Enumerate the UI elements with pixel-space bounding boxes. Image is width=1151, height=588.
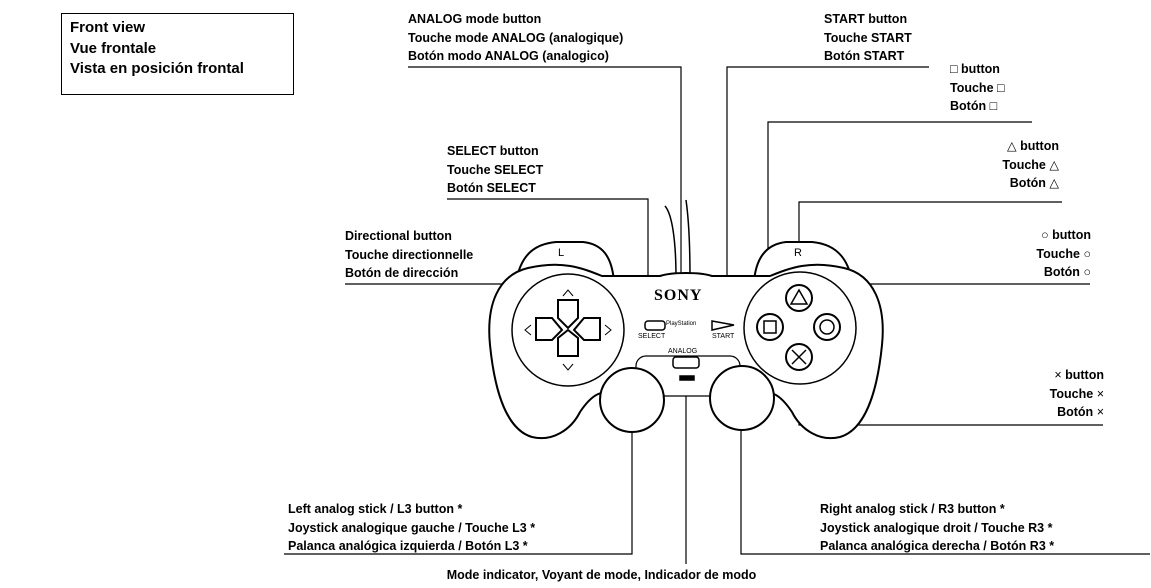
label-directional-button: Directional button Touche directionnelle… (345, 227, 473, 283)
label-circle-button: ○ button Touche ○ Botón ○ (1036, 226, 1091, 282)
face-buttons-housing (743, 271, 857, 385)
leader-analog (408, 66, 682, 280)
cross-symbol: × (1096, 405, 1104, 419)
triangle-symbol: △ (1049, 176, 1059, 190)
triangle-symbol: △ (1007, 139, 1017, 153)
label-left-stick-es: Palanca analógica izquierda / Botón L3 * (288, 539, 528, 553)
label-square-es: Botón (950, 99, 987, 113)
label-cross-fr: Touche (1049, 386, 1094, 401)
triangle-symbol: △ (1049, 157, 1059, 172)
label-left-stick-fr: Joystick analogique gauche / Touche L3 * (288, 520, 536, 535)
square-symbol: □ (997, 80, 1005, 95)
label-square-en: button (961, 62, 1000, 76)
square-symbol: □ (989, 99, 998, 113)
label-cross-button: × button Touche × Botón × (1050, 366, 1104, 422)
dpad-up (557, 299, 579, 330)
dpad-left (535, 317, 564, 341)
label-square-button: □ button Touche □ Botón □ (950, 60, 1005, 116)
label-triangle-en: button (1020, 139, 1059, 153)
directional-pad (535, 299, 601, 357)
title-es: Vista en posición frontal (70, 60, 244, 77)
start-printed-label: START (712, 333, 735, 340)
label-triangle-fr: Touche (1002, 157, 1046, 172)
label-analog-mode-button: ANALOG mode button Touche mode ANALOG (a… (408, 10, 623, 66)
label-triangle-button: △ button Touche △ Botón △ (1002, 137, 1059, 193)
analog-button (672, 356, 700, 369)
left-analog-stick (599, 367, 665, 433)
label-circle-fr: Touche (1036, 246, 1080, 261)
label-mode-indicator: Mode indicator, Voyant de mode, Indicado… (446, 568, 757, 582)
label-select-button: SELECT button Touche SELECT Botón SELECT (447, 142, 543, 198)
circle-button (813, 313, 841, 341)
title-en: Front view (70, 19, 146, 36)
label-right-analog-stick: Right analog stick / R3 button * Joystic… (820, 500, 1054, 556)
leader-square (767, 121, 1032, 308)
label-left-stick-en: Left analog stick / L3 button * (288, 502, 463, 516)
controller-brand: SONY (654, 287, 703, 304)
dpad-right (572, 317, 601, 341)
dpad-down (557, 328, 579, 357)
label-right-stick-en: Right analog stick / R3 button * (820, 502, 1005, 516)
circle-symbol: ○ (1041, 228, 1049, 242)
label-directional-fr: Touche directionnelle (345, 247, 474, 262)
square-button (756, 313, 784, 341)
label-analog-en: ANALOG mode button (408, 12, 542, 26)
select-printed-label: SELECT (638, 333, 666, 340)
cross-symbol: × (1054, 368, 1062, 382)
label-analog-fr: Touche mode ANALOG (analogique) (408, 30, 624, 45)
view-title-box: Front view Vue frontale Vista en posició… (61, 13, 294, 95)
label-start-fr: Touche START (824, 30, 912, 45)
label-left-analog-stick: Left analog stick / L3 button * Joystick… (288, 500, 535, 556)
label-circle-en: button (1052, 228, 1091, 242)
playstation-logo-text: PlayStation (666, 321, 697, 327)
square-symbol: □ (950, 62, 958, 76)
label-right-stick-es: Palanca analógica derecha / Botón R3 * (820, 539, 1055, 553)
circle-symbol: ○ (1083, 246, 1091, 261)
leader-start (726, 66, 929, 330)
cable (664, 199, 691, 279)
label-start-es: Botón START (824, 49, 905, 63)
shoulder-r-label: R (794, 247, 802, 259)
circle-symbol: ○ (1083, 265, 1091, 279)
analog-printed-label: ANALOG (668, 348, 698, 355)
title-fr: Vue frontale (70, 39, 157, 57)
shoulder-l-label: L (558, 247, 565, 259)
label-select-en: SELECT button (447, 144, 539, 158)
label-directional-en: Directional button (345, 229, 452, 243)
label-analog-es: Botón modo ANALOG (analogico) (408, 49, 609, 63)
label-cross-es: Botón (1057, 405, 1094, 419)
leader-right-stick (740, 408, 1150, 555)
leader-left-stick (284, 410, 633, 555)
mode-indicator-led (679, 375, 695, 381)
cross-symbol: × (1096, 386, 1104, 401)
label-select-fr: Touche SELECT (447, 162, 544, 177)
label-triangle-es: Botón (1009, 176, 1046, 190)
label-start-button: START button Touche START Botón START (824, 10, 912, 66)
label-cross-en: button (1065, 368, 1104, 382)
label-directional-es: Botón de dirección (345, 266, 459, 280)
label-select-es: Botón SELECT (447, 181, 536, 195)
label-circle-es: Botón (1043, 265, 1080, 279)
label-start-en: START button (824, 12, 908, 26)
label-right-stick-fr: Joystick analogique droit / Touche R3 * (820, 520, 1053, 535)
right-analog-stick (709, 365, 775, 431)
label-square-fr: Touche (950, 80, 994, 95)
select-button (644, 320, 666, 331)
start-button (711, 320, 735, 331)
